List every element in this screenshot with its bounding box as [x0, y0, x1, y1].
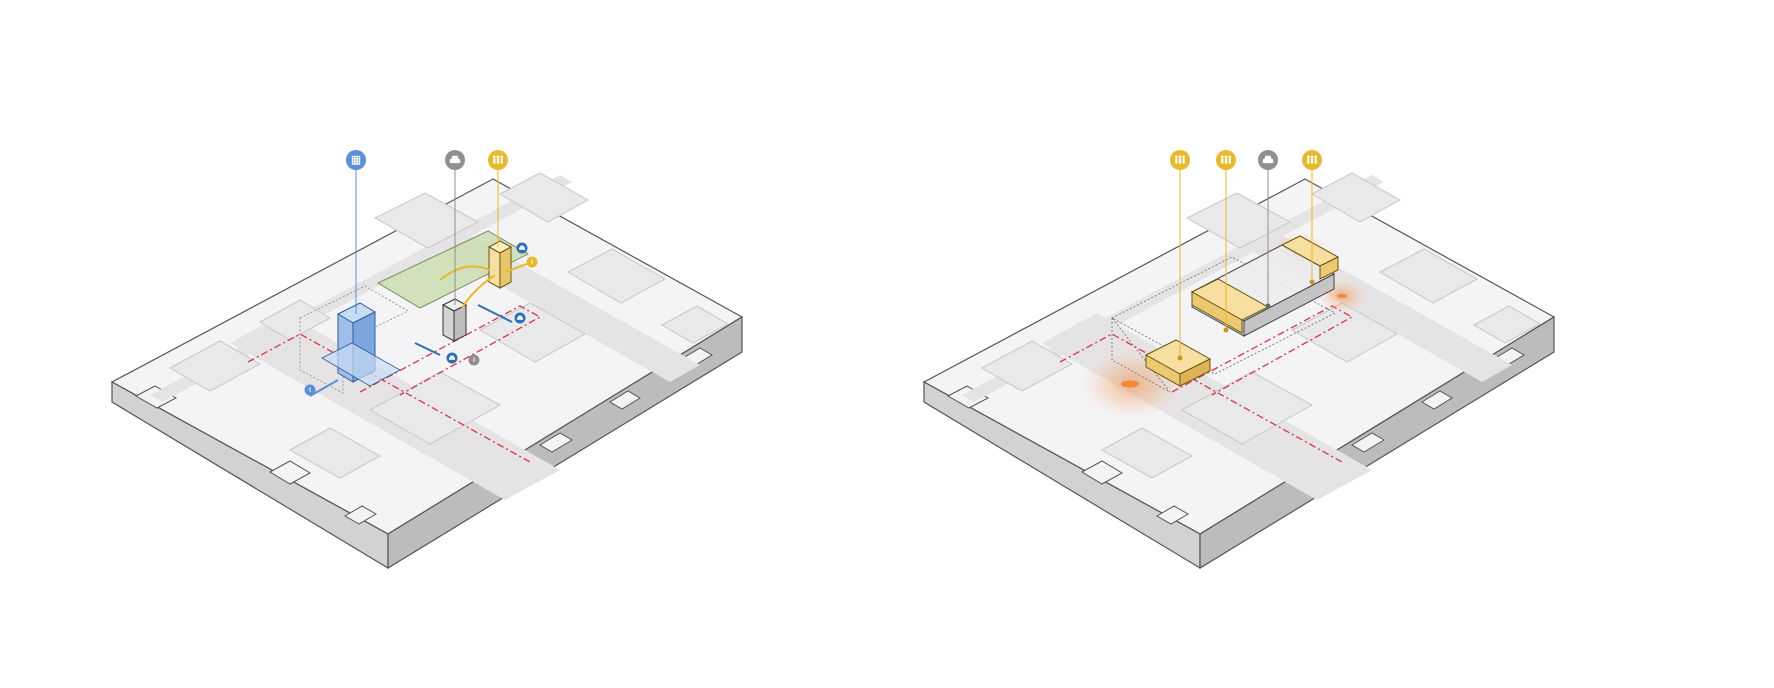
yellow-block: [1280, 235, 1340, 280]
pin-icons: [304, 150, 1322, 396]
site-boundary: [247, 333, 531, 463]
pin-endpoint: [1265, 303, 1271, 309]
people-group-icon: [1216, 150, 1236, 170]
office-tower: [321, 302, 401, 387]
car-icon: [1258, 150, 1278, 170]
parking-tower: [441, 298, 468, 342]
car-icon: [446, 352, 458, 364]
context-blocks: [980, 172, 1542, 479]
site-boundary: [1059, 333, 1343, 463]
car-icon: [445, 150, 465, 170]
site-boundary-east: [359, 305, 542, 396]
people-group-icon: [1170, 150, 1190, 170]
pin-endpoint: [1177, 355, 1183, 361]
person-walking-icon: [304, 384, 316, 396]
flow-arrows: [309, 261, 533, 397]
heat-zone: [1337, 293, 1347, 299]
wireframe-volume: [299, 285, 409, 394]
pin-endpoint: [1223, 327, 1229, 333]
person-walking-icon: [526, 256, 538, 268]
site-model-right: [922, 168, 1556, 570]
site-model-left: [110, 168, 744, 570]
pin-endpoint: [1309, 279, 1315, 285]
person-walking-icon: [468, 354, 480, 366]
people-group-icon: [1302, 150, 1322, 170]
heat-zone: [1121, 380, 1139, 388]
community-tower: [487, 240, 513, 289]
context-blocks: [168, 172, 730, 479]
wireframe-volume: [1111, 316, 1171, 393]
people-group-icon: [488, 150, 508, 170]
office-building-icon: [346, 150, 366, 170]
car-icon: [514, 312, 526, 324]
car-icon: [516, 242, 528, 254]
site-boundary-east: [1171, 305, 1354, 396]
